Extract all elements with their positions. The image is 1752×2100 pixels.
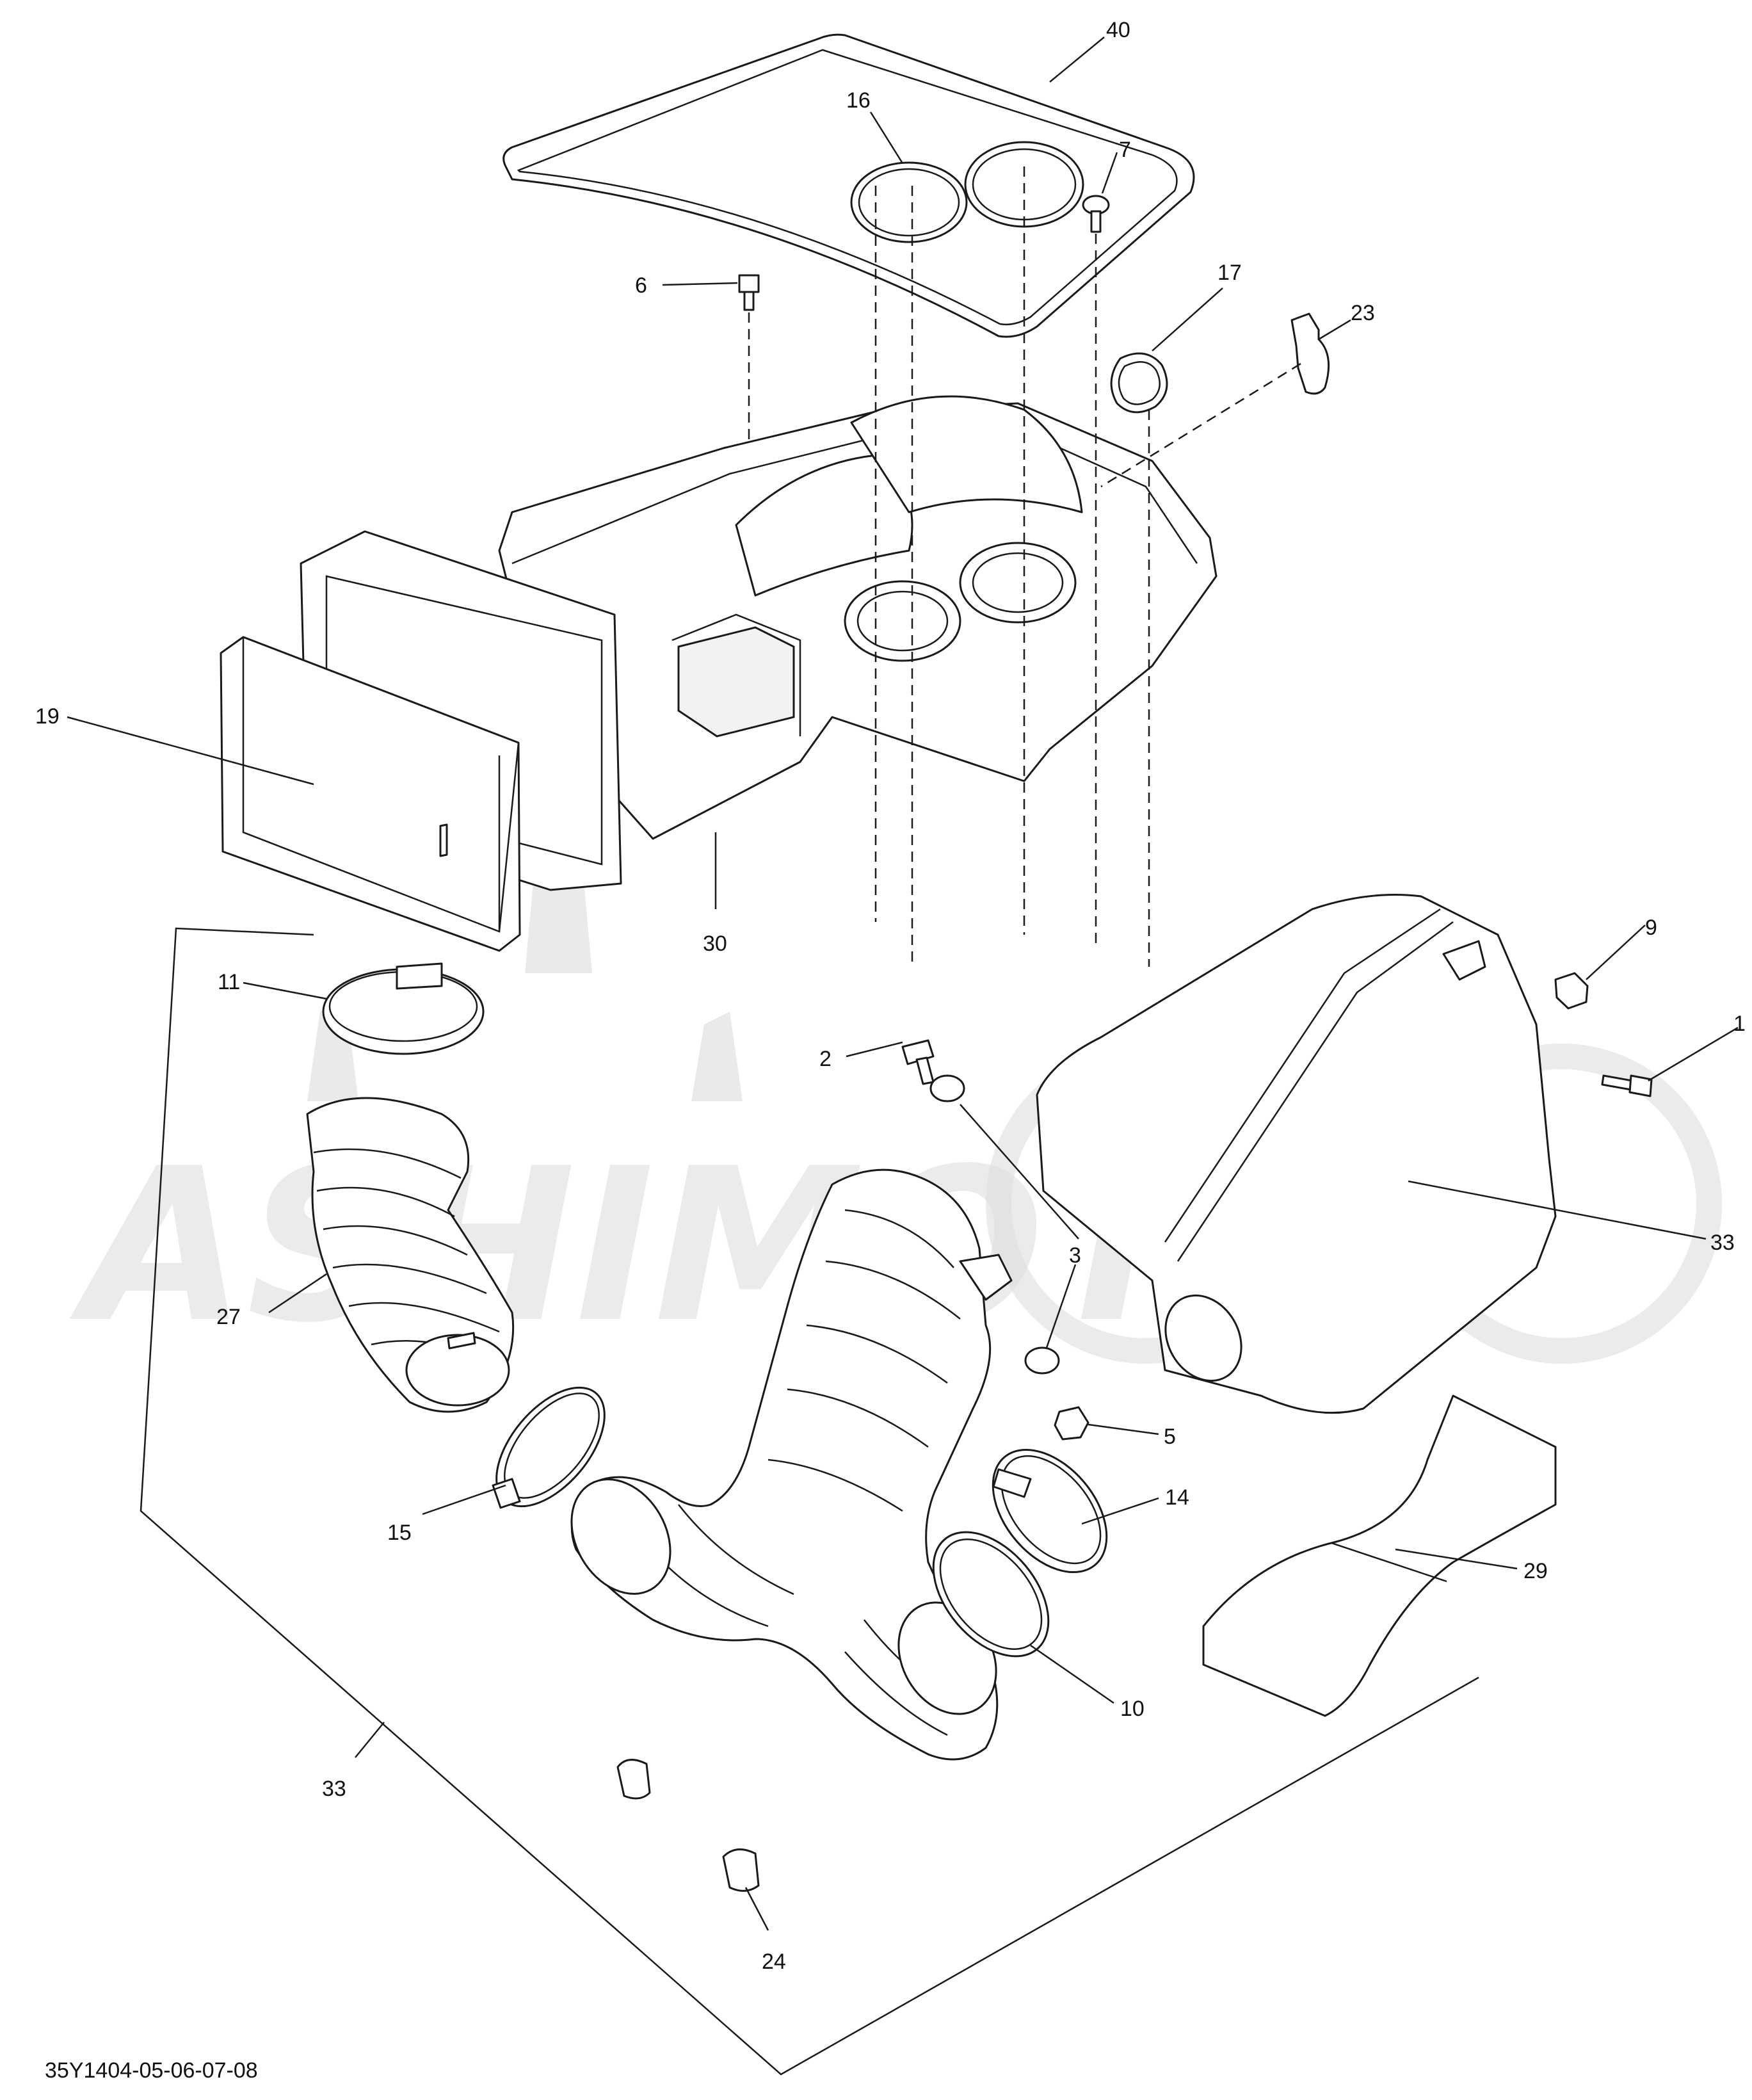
- callout-5: 5: [1164, 1425, 1176, 1449]
- callout-33-assembly: 33: [322, 1777, 346, 1801]
- callout-3: 3: [1069, 1243, 1081, 1268]
- airbox-housing: [300, 395, 1218, 891]
- callout-9: 9: [1645, 916, 1657, 940]
- assembly-bracket: [140, 927, 1479, 2076]
- o-ring-small: [850, 161, 968, 243]
- silencer-housing: [1036, 894, 1557, 1414]
- alignment-lines: [748, 166, 1301, 967]
- leader-lines: [67, 36, 1739, 1931]
- callout-1: 1: [1733, 1012, 1746, 1036]
- callout-11: 11: [218, 970, 240, 994]
- washer-3a: [929, 1074, 965, 1102]
- nut-9: [1554, 972, 1589, 1010]
- callout-16: 16: [846, 88, 871, 113]
- grommet-24: [616, 1759, 760, 1892]
- clamp-15: [492, 1386, 606, 1509]
- callout-17: 17: [1218, 261, 1242, 285]
- washer-3b: [1024, 1346, 1060, 1375]
- callout-33-silencer: 33: [1710, 1231, 1735, 1255]
- screw-7: [1082, 195, 1110, 233]
- screw-2: [901, 1039, 935, 1085]
- callout-40: 40: [1106, 18, 1130, 42]
- nut-5: [1054, 1406, 1089, 1441]
- drawing-code: 35Y1404-05-06-07-08: [45, 2058, 258, 2083]
- seal-17: [1110, 352, 1168, 414]
- callout-14: 14: [1165, 1485, 1189, 1510]
- callout-7: 7: [1119, 138, 1131, 162]
- callout-23: 23: [1351, 301, 1375, 325]
- callout-15: 15: [387, 1521, 412, 1545]
- clip-23: [1290, 312, 1330, 395]
- lid-gasket: [502, 33, 1195, 338]
- callout-6: 6: [635, 273, 647, 298]
- callout-27: 27: [216, 1305, 241, 1329]
- bolt-1: [1601, 1074, 1653, 1097]
- panel-29: [1202, 1394, 1557, 1717]
- callout-29: 29: [1523, 1559, 1548, 1583]
- bolt-6: [738, 274, 760, 311]
- intake-boot: [306, 1097, 515, 1413]
- callout-19: 19: [35, 704, 60, 729]
- clamp-14: [992, 1448, 1108, 1574]
- callout-24: 24: [762, 1950, 786, 1974]
- clamp-11: [322, 962, 485, 1055]
- callout-30: 30: [703, 932, 727, 956]
- callout-10: 10: [1120, 1697, 1145, 1721]
- callout-2: 2: [819, 1047, 832, 1071]
- air-filter: [220, 636, 521, 952]
- callout-labels: 40 16 7 6 17 23 19 30 11 9 1 2 3 33 27 5…: [35, 18, 1746, 1974]
